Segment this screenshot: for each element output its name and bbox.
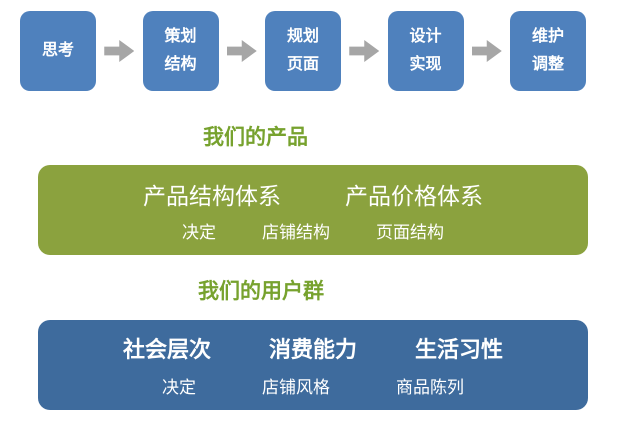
flow-step-design-implement: 设计 实现 [387, 11, 464, 91]
arrow-glyph [226, 39, 257, 63]
arrow-right-icon [96, 39, 143, 63]
lifestyle-label: 生活习性 [415, 337, 504, 362]
flow-step-layout-page: 规划 页面 [265, 11, 341, 91]
flow-step-label: 结构 [164, 56, 197, 73]
users-band: 社会层次 消费能力 生活习性 决定 店铺风格 商品陈列 [38, 320, 588, 410]
social-level-label: 社会层次 [122, 337, 211, 362]
process-flow: 思考 策划 结构 规划 页面 设计 实现 维护 调整 [20, 11, 586, 91]
flow-step-think: 思考 [20, 11, 96, 91]
arrow-glyph [471, 39, 502, 63]
arrow-right-icon [464, 39, 511, 63]
page-structure-label: 页面结构 [376, 223, 444, 242]
users-section-heading: 我们的用户群 [198, 280, 324, 303]
shop-style-label: 店铺风格 [262, 378, 330, 397]
arrow-glyph [104, 39, 135, 63]
product-price-label: 产品价格体系 [345, 183, 483, 209]
arrow-right-icon [219, 39, 266, 63]
flow-step-label: 页面 [286, 56, 319, 73]
flow-step-label: 规划 [286, 28, 319, 45]
flow-step-label: 维护 [531, 28, 564, 45]
flow-step-label: 思考 [41, 42, 74, 59]
merch-display-label: 商品陈列 [396, 378, 464, 397]
flow-step-label: 调整 [531, 56, 564, 73]
flow-step-label: 策划 [164, 28, 197, 45]
decides-label: 决定 [162, 378, 196, 397]
spending-power-label: 消费能力 [268, 337, 357, 362]
decides-label: 决定 [182, 223, 216, 242]
flow-step-plan-structure: 策划 结构 [142, 11, 219, 91]
users-band-row1: 社会层次 消费能力 生活习性 [123, 332, 503, 364]
product-band: 产品结构体系 产品价格体系 决定 店铺结构 页面结构 [38, 165, 588, 255]
arrow-glyph [349, 39, 380, 63]
product-section-heading: 我们的产品 [203, 126, 308, 149]
product-band-row2: 决定 店铺结构 页面结构 [182, 218, 444, 243]
arrow-right-icon [341, 39, 388, 63]
flow-step-label: 设计 [409, 28, 442, 45]
flow-step-label: 实现 [409, 56, 442, 73]
product-structure-label: 产品结构体系 [143, 183, 281, 209]
flow-step-maintain-adjust: 维护 调整 [510, 11, 586, 91]
product-band-row1: 产品结构体系 产品价格体系 [143, 177, 483, 211]
users-band-row2: 决定 店铺风格 商品陈列 [162, 373, 464, 398]
shop-structure-label: 店铺结构 [262, 223, 330, 242]
